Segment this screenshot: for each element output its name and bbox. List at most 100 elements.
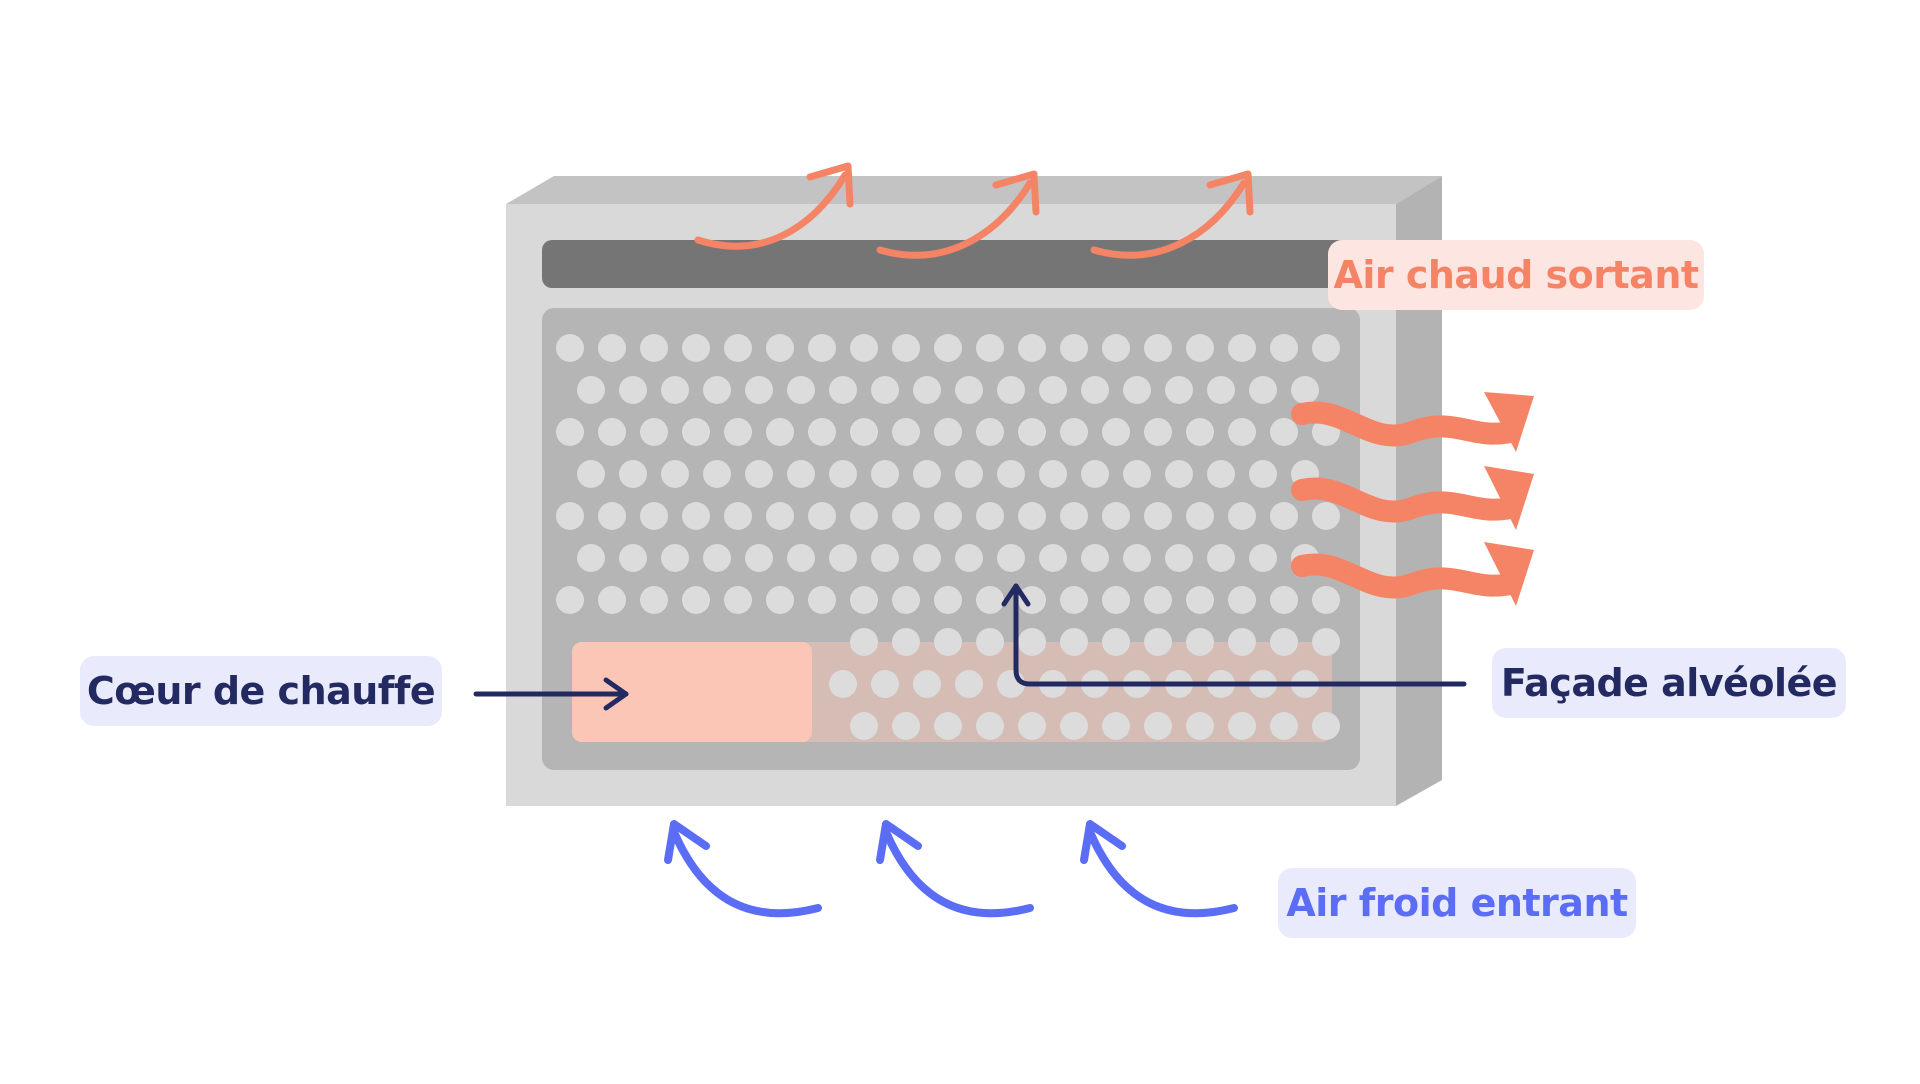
facade-hole — [598, 502, 626, 530]
hot-air-arrow-2-shaft — [876, 179, 1034, 259]
wavy-arrow-2-shaft — [1291, 477, 1521, 523]
cold-air-arrow-1-head — [664, 820, 710, 864]
facade-hole — [913, 376, 941, 404]
facade-hole — [682, 502, 710, 530]
facade-hole — [1270, 418, 1298, 446]
facade-hole — [577, 544, 605, 572]
facade-hole — [1018, 334, 1046, 362]
facade-hole — [1060, 334, 1088, 362]
facade-hole — [1249, 376, 1277, 404]
facade-hole — [1081, 376, 1109, 404]
facade-hole — [1018, 586, 1046, 614]
heating-core-hole — [1102, 628, 1130, 656]
heating-core-hole — [871, 670, 899, 698]
facade-hole — [556, 502, 584, 530]
facade-hole — [724, 586, 752, 614]
heating-core-label: Cœur de chauffe — [80, 656, 442, 726]
facade-hole — [682, 334, 710, 362]
heating-core-hole — [1102, 712, 1130, 740]
facade-hole — [1018, 502, 1046, 530]
cold-air-arrow-3-shaft — [1086, 828, 1238, 918]
heating-core-hole — [1270, 712, 1298, 740]
facade-hole — [997, 460, 1025, 488]
facade-label: Façade alvéolée — [1492, 648, 1846, 718]
facade-hole — [955, 544, 983, 572]
heating-core-hole — [1018, 712, 1046, 740]
wavy-arrow-2-head — [1484, 466, 1534, 530]
facade-hole — [913, 544, 941, 572]
facade-hole — [1312, 334, 1340, 362]
heating-core-pointer-head — [603, 677, 629, 711]
facade-hole — [703, 544, 731, 572]
facade-hole — [1207, 376, 1235, 404]
facade-hole — [976, 418, 1004, 446]
hot-air-arrow-3-shaft — [1090, 179, 1248, 259]
heating-core-hole — [892, 712, 920, 740]
pointer-arrows — [473, 583, 1467, 711]
facade-hole — [1228, 586, 1256, 614]
facade-hole — [1039, 376, 1067, 404]
facade-hole — [745, 376, 773, 404]
facade-hole — [829, 544, 857, 572]
facade-hole — [1270, 502, 1298, 530]
heating-core-hole — [1312, 712, 1340, 740]
facade-hole — [850, 502, 878, 530]
facade-hole — [1228, 334, 1256, 362]
heating-core-hole — [1312, 628, 1340, 656]
facade-hole — [934, 502, 962, 530]
hot-air-side-arrows — [1291, 392, 1534, 606]
facade-hole — [1249, 460, 1277, 488]
facade-hole — [745, 460, 773, 488]
facade-hole — [1165, 544, 1193, 572]
wavy-arrow-3 — [1291, 542, 1534, 606]
heating-core-holes — [829, 628, 1340, 740]
facade-hole — [1123, 376, 1151, 404]
facade-holes — [556, 334, 1340, 614]
facade-hole — [850, 334, 878, 362]
facade-hole — [766, 502, 794, 530]
facade-hole — [1018, 418, 1046, 446]
facade-hole — [1228, 418, 1256, 446]
facade-hole — [787, 460, 815, 488]
heating-core-hole — [976, 628, 1004, 656]
facade-hole — [745, 544, 773, 572]
facade-hole — [997, 376, 1025, 404]
facade-pointer-head — [1001, 583, 1031, 607]
facade-hole — [1165, 376, 1193, 404]
facade-hole — [955, 376, 983, 404]
facade-hole — [955, 460, 983, 488]
heating-core-hole — [1270, 628, 1298, 656]
facade-hole — [577, 376, 605, 404]
heating-core-hole — [934, 712, 962, 740]
facade-hole — [808, 418, 836, 446]
wavy-arrow-1-head — [1484, 392, 1534, 452]
hot-air-arrow-1 — [694, 162, 854, 250]
heating-core-hole — [1144, 712, 1172, 740]
heating-core-hole — [913, 670, 941, 698]
facade-hole — [1186, 586, 1214, 614]
heating-core-hole — [1186, 712, 1214, 740]
facade-hole — [892, 586, 920, 614]
facade-hole — [1312, 502, 1340, 530]
facade-hole — [1186, 502, 1214, 530]
heating-core — [572, 628, 1340, 742]
facade-hole — [1102, 586, 1130, 614]
facade-hole — [1165, 460, 1193, 488]
facade-hole — [934, 334, 962, 362]
facade-hole — [598, 418, 626, 446]
facade-pointer — [1001, 583, 1467, 687]
facade-hole — [934, 418, 962, 446]
facade-hole — [1081, 544, 1109, 572]
facade-hole — [1249, 544, 1277, 572]
heating-core-pointer — [473, 677, 629, 711]
heating-core-hole — [955, 670, 983, 698]
hot-air-top-arrows — [694, 162, 1254, 259]
facade-hole — [724, 502, 752, 530]
facade-pointer-line — [1013, 583, 1467, 687]
facade-hole — [1186, 334, 1214, 362]
wavy-arrow-2 — [1291, 466, 1534, 530]
facade-hole — [1102, 502, 1130, 530]
facade-hole — [556, 334, 584, 362]
facade-hole — [1060, 502, 1088, 530]
